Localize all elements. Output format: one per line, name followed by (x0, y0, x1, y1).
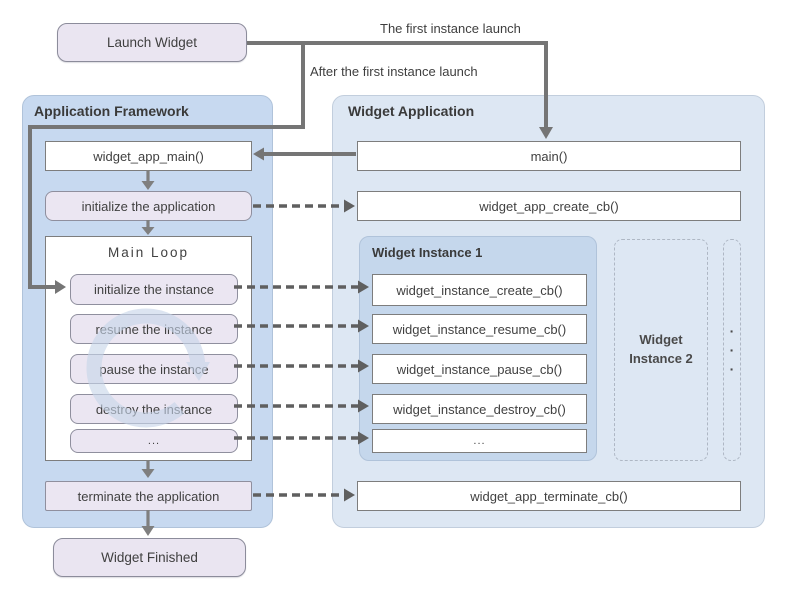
widget-instance-create-cb-box: widget_instance_create_cb() (372, 274, 587, 306)
widget-app-create-cb-label: widget_app_create_cb() (479, 198, 619, 214)
resume-instance-label: resume the instance (95, 321, 213, 337)
destroy-instance-label: destroy the instance (95, 401, 213, 417)
widget-app-terminate-cb-label: widget_app_terminate_cb() (470, 488, 628, 504)
application-framework-panel: Application Framework widget_app_main() … (22, 95, 273, 528)
initialize-application-label: initialize the application (81, 198, 216, 214)
pause-instance-label: pause the instance (99, 361, 209, 377)
more-callbacks-label: ... (473, 435, 486, 447)
widget-app-terminate-cb-box: widget_app_terminate_cb() (357, 481, 741, 511)
more-instances-dot: · (729, 342, 735, 358)
more-callbacks-box: ... (372, 429, 587, 453)
widget-application-panel: Widget Application main() widget_app_cre… (332, 95, 765, 528)
more-steps-label: ... (147, 435, 161, 447)
widget-finished-node: Widget Finished (53, 538, 246, 577)
launch-widget-label: Launch Widget (106, 35, 198, 50)
more-instances-placeholder: · · · (723, 239, 741, 461)
main-loop-container: Main Loop initialize the instance resume… (45, 236, 252, 461)
resume-instance-box: resume the instance (70, 314, 238, 344)
widget-instance-1-title: Widget Instance 1 (372, 245, 483, 260)
edge-label-after-first-launch: After the first instance launch (310, 64, 478, 79)
widget-instance-pause-cb-label: widget_instance_pause_cb() (396, 361, 563, 377)
initialize-instance-box: initialize the instance (70, 274, 238, 305)
widget-instance-create-cb-label: widget_instance_create_cb() (396, 282, 563, 298)
more-instances-dot: · (729, 323, 735, 339)
edge-label-first-launch: The first instance launch (380, 21, 521, 36)
main-label: main() (530, 148, 568, 164)
widget-instance-pause-cb-box: widget_instance_pause_cb() (372, 354, 587, 384)
widget-instance-2-label: Widget Instance 2 (629, 332, 693, 366)
widget-instance-resume-cb-box: widget_instance_resume_cb() (372, 314, 587, 344)
widget-app-main-label: widget_app_main() (93, 148, 204, 164)
widget-instance-resume-cb-label: widget_instance_resume_cb() (392, 321, 567, 337)
widget-app-main-box: widget_app_main() (45, 141, 252, 171)
widget-instance-2-placeholder: Widget Instance 2 (614, 239, 708, 461)
widget-finished-label: Widget Finished (101, 550, 198, 565)
application-framework-title: Application Framework (34, 103, 189, 119)
launch-widget-node: Launch Widget (57, 23, 247, 62)
destroy-instance-box: destroy the instance (70, 394, 238, 424)
more-steps-box: ... (70, 429, 238, 453)
widget-instance-destroy-cb-box: widget_instance_destroy_cb() (372, 394, 587, 424)
pause-instance-box: pause the instance (70, 354, 238, 384)
terminate-application-label: terminate the application (77, 488, 220, 504)
widget-instance-destroy-cb-label: widget_instance_destroy_cb() (393, 401, 566, 417)
widget-app-create-cb-box: widget_app_create_cb() (357, 191, 741, 221)
terminate-application-box: terminate the application (45, 481, 252, 511)
widget-instance-1-panel: Widget Instance 1 widget_instance_create… (359, 236, 597, 461)
main-loop-title: Main Loop (107, 245, 190, 260)
initialize-instance-label: initialize the instance (94, 282, 214, 297)
more-instances-dot: · (729, 361, 735, 377)
widget-application-title: Widget Application (348, 103, 475, 119)
main-box: main() (357, 141, 741, 171)
initialize-application-box: initialize the application (45, 191, 252, 221)
